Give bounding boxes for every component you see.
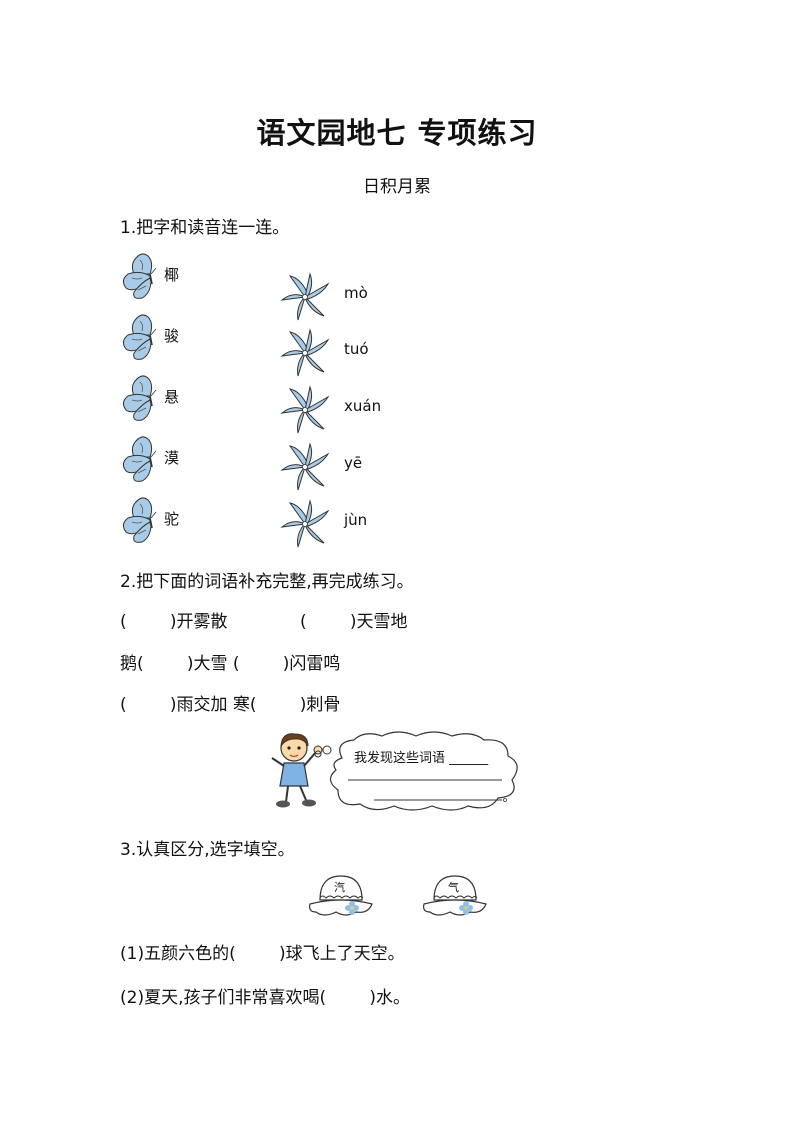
hat-choice-1[interactable]: 汽	[306, 870, 376, 924]
character-3[interactable]: 悬	[164, 388, 180, 406]
flower-icon	[280, 385, 330, 439]
page-title: 语文园地七 专项练习	[256, 116, 538, 150]
question-3-prompt: 3.认真区分,选字填空。	[120, 840, 295, 860]
girl-illustration	[271, 733, 323, 808]
hat-choice-2[interactable]: 气	[420, 870, 490, 924]
flower-icon	[280, 328, 330, 382]
pinyin-2[interactable]: tuó	[344, 340, 369, 358]
pinyin-1[interactable]: mò	[344, 284, 368, 302]
character-1[interactable]: 椰	[164, 266, 180, 284]
flower-icon	[280, 499, 330, 553]
butterfly-icon	[120, 252, 158, 304]
idiom-fill-2[interactable]: ( )天雪地	[300, 612, 408, 632]
character-2[interactable]: 骏	[164, 327, 180, 345]
butterfly-icon	[120, 374, 158, 426]
blank-item-1[interactable]: (1)五颜六色的( )球飞上了天空。	[120, 944, 405, 964]
pinyin-4[interactable]: yē	[344, 454, 363, 472]
thought-bubble	[314, 731, 518, 811]
idiom-fill-row-3[interactable]: ( )雨交加 寒( )刺骨	[120, 695, 341, 715]
pinyin-5[interactable]: jùn	[344, 511, 368, 529]
question-2-prompt: 2.把下面的词语补充完整,再完成练习。	[120, 572, 414, 592]
butterfly-icon	[120, 496, 158, 548]
flower-icon	[280, 272, 330, 326]
character-4[interactable]: 漠	[164, 449, 180, 467]
character-5[interactable]: 驼	[164, 510, 180, 528]
hat-character: 汽	[334, 881, 345, 894]
idiom-fill-1[interactable]: ( )开雾散	[120, 612, 228, 632]
question-1-prompt: 1.把字和读音连一连。	[120, 218, 290, 238]
section-heading: 日积月累	[363, 177, 431, 197]
hat-character: 气	[448, 881, 459, 894]
bubble-text: 我发现这些词语 ______	[354, 751, 489, 766]
flower-icon	[280, 442, 330, 496]
idiom-fill-row-2[interactable]: 鹅( )大雪 ( )闪雷鸣	[120, 654, 341, 674]
butterfly-icon	[120, 313, 158, 365]
blank-item-2[interactable]: (2)夏天,孩子们非常喜欢喝( )水。	[120, 988, 410, 1008]
pinyin-3[interactable]: xuán	[344, 397, 382, 415]
butterfly-icon	[120, 435, 158, 487]
